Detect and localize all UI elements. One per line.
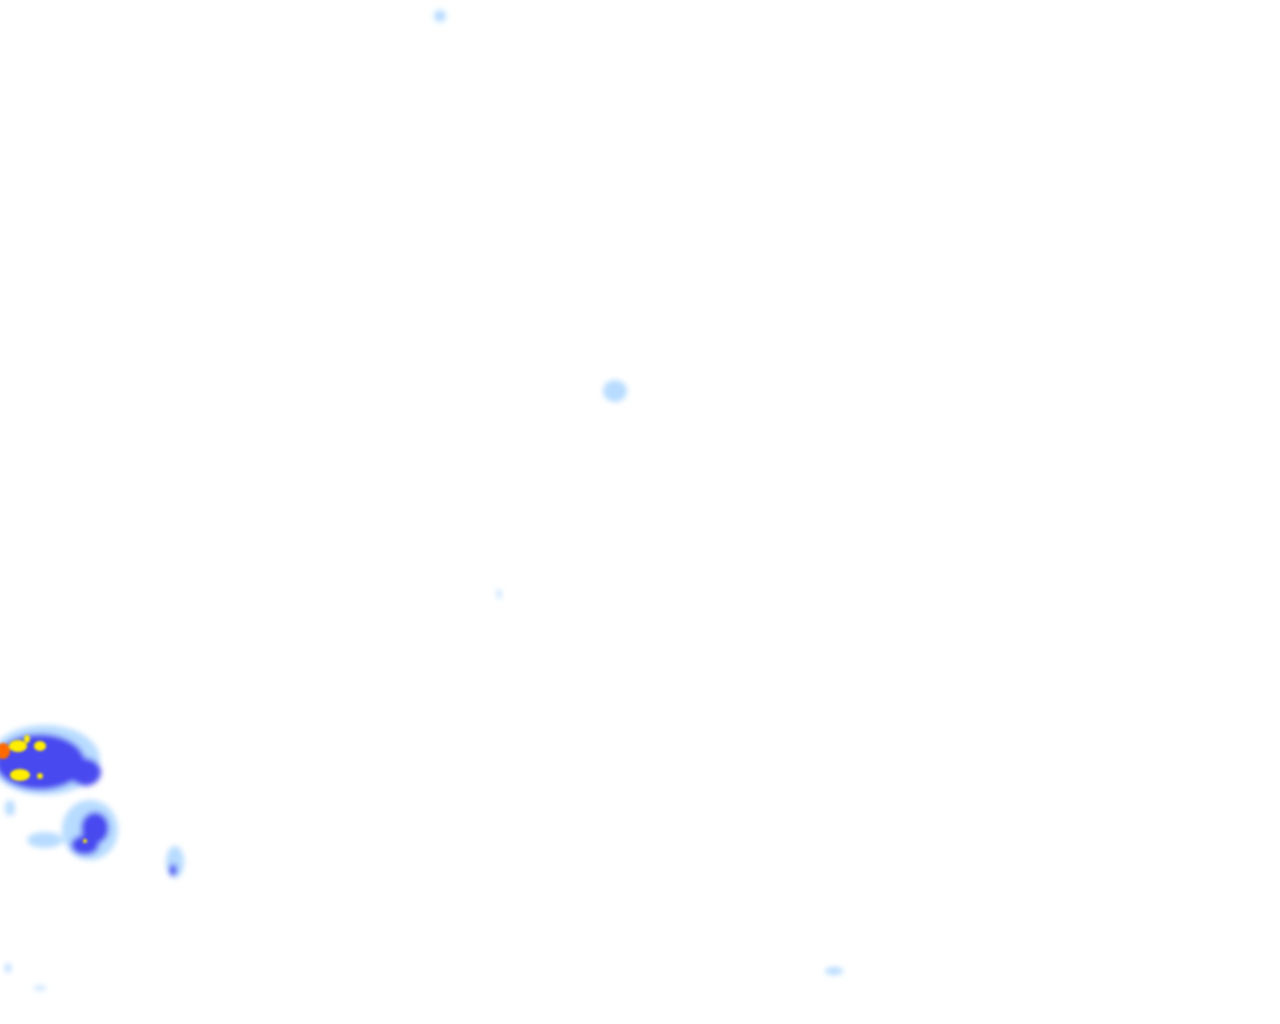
echo-light	[34, 986, 46, 990]
echo-light	[5, 800, 15, 816]
echo-light	[5, 963, 11, 973]
echo-light	[603, 380, 627, 402]
echo-heavy	[10, 769, 30, 781]
echo-light	[27, 832, 63, 848]
echo-heavy	[24, 735, 30, 743]
echo-light	[825, 967, 843, 975]
echo-moderate	[69, 758, 101, 786]
echo-heavy	[9, 740, 27, 752]
echo-light	[497, 589, 501, 599]
echo-light	[434, 10, 446, 22]
echo-moderate	[169, 864, 177, 876]
echo-intense	[0, 743, 10, 759]
echo-moderate	[71, 835, 99, 855]
echo-heavy	[83, 839, 87, 843]
echo-heavy	[34, 741, 46, 751]
echo-heavy	[37, 773, 43, 779]
